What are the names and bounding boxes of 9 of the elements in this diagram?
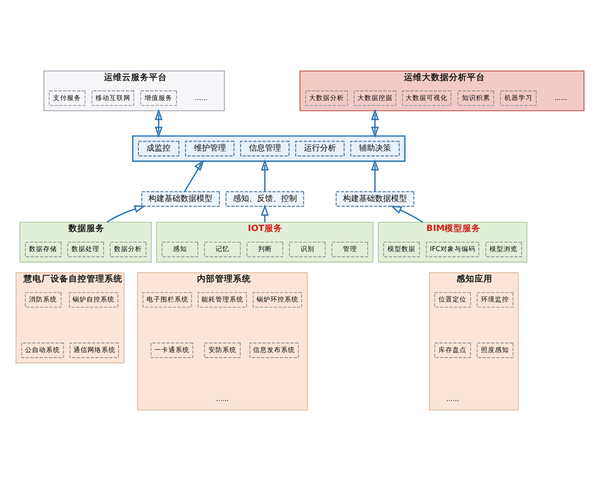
arrow (154, 108, 163, 138)
arrow (260, 204, 269, 222)
arrow (371, 158, 379, 192)
arrow (184, 159, 204, 192)
arrow (390, 205, 424, 222)
arrow (260, 158, 269, 192)
arrow (106, 204, 146, 222)
arrow (371, 108, 379, 138)
cluster (132, 134, 406, 162)
